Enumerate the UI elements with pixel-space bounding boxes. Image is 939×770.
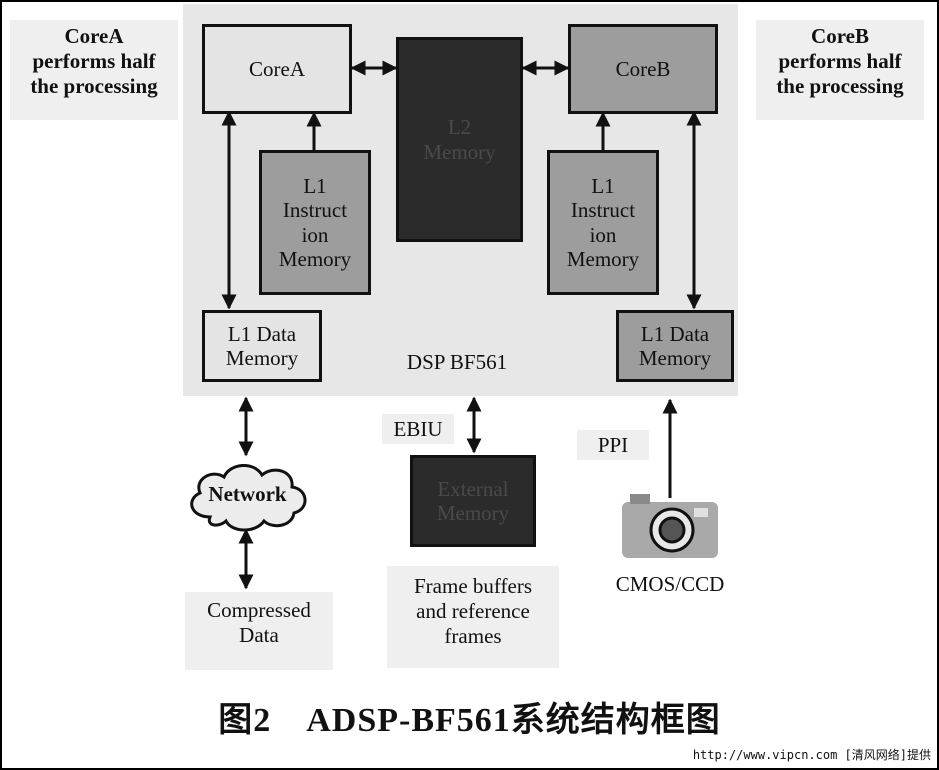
coreb-note-line: performs half: [778, 49, 902, 74]
l1-data-b-line: L1 Data: [640, 321, 710, 346]
frame-buffers-line: and reference: [416, 599, 530, 624]
camera-label: CMOS/CCD: [615, 572, 725, 596]
corea-note-line: the processing: [30, 74, 158, 99]
corea-note: CoreA performs half the processing: [10, 20, 178, 120]
ebiu-label: EBIU: [382, 414, 454, 444]
corea-note-line: CoreA: [64, 24, 124, 48]
frame-buffers-line: frames: [444, 624, 502, 649]
corea-note-line: performs half: [32, 49, 156, 74]
external-memory-line: Memory: [436, 501, 510, 525]
corea-label: CoreA: [249, 56, 305, 81]
l1-data-memory-a: L1 Data Memory: [202, 310, 322, 382]
compressed-line: Data: [239, 623, 279, 648]
cloud-icon: [190, 464, 307, 532]
l1-data-b-line: Memory: [638, 346, 712, 370]
dsp-label: DSP BF561: [406, 350, 508, 374]
l2-memory-line: Memory: [423, 139, 496, 164]
camera-sensor: [620, 490, 720, 560]
coreb-block: CoreB: [568, 24, 718, 114]
ppi-label: PPI: [577, 430, 649, 460]
camera-icon: [622, 494, 718, 558]
l1-instr-b-line: L1: [591, 174, 615, 199]
ppi-text: PPI: [597, 433, 629, 457]
l1-instr-a-line: Memory: [278, 246, 352, 271]
external-memory-block: External Memory: [410, 455, 536, 547]
coreb-note: CoreB performs half the processing: [756, 20, 924, 120]
l1-instr-b-line: Instruct: [570, 198, 636, 223]
l1-data-memory-b: L1 Data Memory: [616, 310, 734, 382]
l2-memory-block: L2 Memory: [396, 37, 523, 242]
compressed-line: Compressed: [207, 598, 311, 622]
external-memory-line: External: [437, 476, 509, 501]
l1-instruction-memory-a: L1 Instruct ion Memory: [259, 150, 371, 295]
l1-data-a-line: L1 Data: [227, 321, 297, 346]
coreb-note-line: CoreB: [811, 24, 869, 48]
frame-buffers-note: Frame buffers and reference frames: [387, 566, 559, 668]
l1-instruction-memory-b: L1 Instruct ion Memory: [547, 150, 659, 295]
l2-memory-line: L2: [447, 115, 472, 140]
coreb-label: CoreB: [615, 56, 671, 81]
source-footer: http://www.vipcn.com [清风网络]提供: [692, 748, 931, 762]
l1-instr-b-line: ion: [589, 222, 617, 247]
l1-instr-b-line: Memory: [566, 246, 640, 271]
l1-instr-a-line: ion: [301, 222, 329, 247]
l1-data-a-line: Memory: [225, 346, 299, 370]
l1-instr-a-line: L1: [303, 174, 327, 199]
coreb-note-line: the processing: [776, 74, 904, 99]
compressed-data-note: Compressed Data: [185, 592, 333, 670]
network-cloud: Network: [180, 455, 315, 535]
figure-caption: 图2 ADSP-BF561系统结构框图: [218, 702, 721, 739]
ebiu-text: EBIU: [393, 417, 443, 441]
corea-block: CoreA: [202, 24, 352, 114]
network-label: Network: [208, 482, 287, 506]
l1-instr-a-line: Instruct: [282, 198, 348, 223]
frame-buffers-line: Frame buffers: [414, 574, 532, 598]
